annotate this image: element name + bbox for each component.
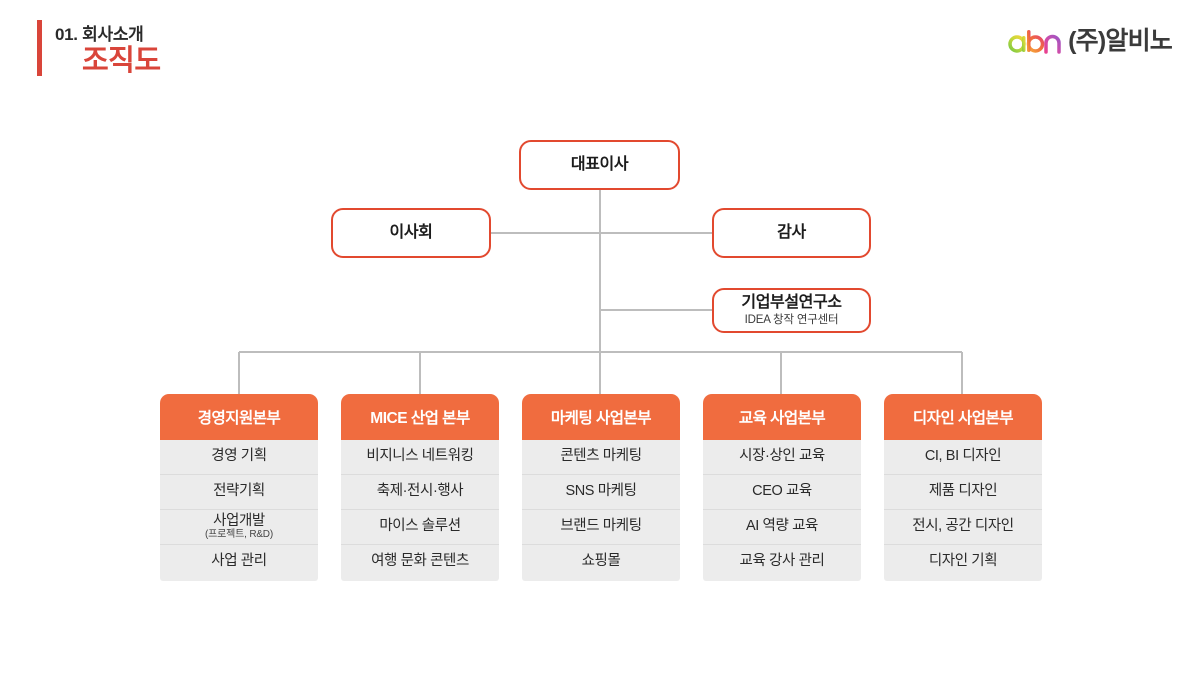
division-item-label: 시장·상인 교육 xyxy=(739,448,825,465)
division-item[interactable]: CEO 교육 xyxy=(703,474,861,509)
division-item[interactable]: 마이스 솔루션 xyxy=(341,509,499,544)
division-item-label: 쇼핑몰 xyxy=(581,553,621,570)
division-item-label: 전략기획 xyxy=(213,483,265,500)
division-item[interactable]: 브랜드 마케팅 xyxy=(522,509,680,544)
division-column-management-support: 경영지원본부 경영 기획 전략기획 사업개발 (프로젝트, R&D) 사업 관리 xyxy=(160,394,318,589)
division-item-label: 사업개발 xyxy=(213,512,265,529)
node-research-title: 기업부설연구소 xyxy=(741,294,842,312)
node-research-subtitle: IDEA 창작 연구센터 xyxy=(744,313,839,326)
division-item[interactable]: 경영 기획 xyxy=(160,440,318,474)
division-item[interactable]: 콘텐츠 마케팅 xyxy=(522,440,680,474)
division-item-label: SNS 마케팅 xyxy=(565,483,637,500)
division-column-marketing: 마케팅 사업본부 콘텐츠 마케팅 SNS 마케팅 브랜드 마케팅 쇼핑몰 xyxy=(522,394,680,589)
division-item[interactable]: 디자인 기획 xyxy=(884,544,1042,579)
division-item[interactable]: 전시, 공간 디자인 xyxy=(884,509,1042,544)
header-accent-bar xyxy=(37,20,42,76)
division-item[interactable]: 사업개발 (프로젝트, R&D) xyxy=(160,509,318,544)
division-item-label: AI 역량 교육 xyxy=(746,518,818,535)
division-item-label: 경영 기획 xyxy=(211,448,267,465)
division-item-label: 여행 문화 콘텐츠 xyxy=(371,553,469,570)
division-row: 경영지원본부 경영 기획 전략기획 사업개발 (프로젝트, R&D) 사업 관리… xyxy=(160,394,1042,589)
division-item[interactable]: SNS 마케팅 xyxy=(522,474,680,509)
division-item[interactable]: 여행 문화 콘텐츠 xyxy=(341,544,499,579)
node-auditor[interactable]: 감사 xyxy=(712,208,871,258)
division-item[interactable]: CI, BI 디자인 xyxy=(884,440,1042,474)
division-item[interactable]: 쇼핑몰 xyxy=(522,544,680,579)
division-header[interactable]: 마케팅 사업본부 xyxy=(522,394,680,440)
division-column-education: 교육 사업본부 시장·상인 교육 CEO 교육 AI 역량 교육 교육 강사 관… xyxy=(703,394,861,589)
division-column-design: 디자인 사업본부 CI, BI 디자인 제품 디자인 전시, 공간 디자인 디자… xyxy=(884,394,1042,589)
division-item-label: 마이스 솔루션 xyxy=(379,518,461,535)
division-item-label: 축제·전시·행사 xyxy=(376,483,464,500)
division-item-label: 콘텐츠 마케팅 xyxy=(560,448,642,465)
node-board-of-directors[interactable]: 이사회 xyxy=(331,208,491,258)
node-research-institute[interactable]: 기업부설연구소 IDEA 창작 연구센터 xyxy=(712,288,871,333)
brand-logo: (주)알비노 xyxy=(1007,24,1173,58)
division-item-label: 전시, 공간 디자인 xyxy=(912,518,1014,535)
brand-wordmark: (주)알비노 xyxy=(1068,26,1173,55)
section-eyebrow: 01. 회사소개 xyxy=(55,25,144,44)
division-item-label: 교육 강사 관리 xyxy=(739,553,825,570)
division-item-list: 시장·상인 교육 CEO 교육 AI 역량 교육 교육 강사 관리 xyxy=(703,440,861,581)
division-item[interactable]: 축제·전시·행사 xyxy=(341,474,499,509)
division-item-label: CI, BI 디자인 xyxy=(924,448,1002,465)
node-board-title: 이사회 xyxy=(389,223,433,241)
division-item-list: CI, BI 디자인 제품 디자인 전시, 공간 디자인 디자인 기획 xyxy=(884,440,1042,581)
node-ceo-title: 대표이사 xyxy=(570,155,629,173)
division-item[interactable]: 사업 관리 xyxy=(160,544,318,579)
division-header[interactable]: 경영지원본부 xyxy=(160,394,318,440)
division-item[interactable]: 제품 디자인 xyxy=(884,474,1042,509)
division-item[interactable]: 비지니스 네트워킹 xyxy=(341,440,499,474)
node-ceo[interactable]: 대표이사 xyxy=(519,140,680,190)
division-item[interactable]: 전략기획 xyxy=(160,474,318,509)
node-auditor-title: 감사 xyxy=(777,223,806,241)
abn-logo-icon xyxy=(1008,30,1061,54)
division-item-list: 비지니스 네트워킹 축제·전시·행사 마이스 솔루션 여행 문화 콘텐츠 xyxy=(341,440,499,581)
division-item-label: 디자인 기획 xyxy=(928,553,998,570)
division-item-label: 비지니스 네트워킹 xyxy=(366,448,474,465)
division-item-list: 콘텐츠 마케팅 SNS 마케팅 브랜드 마케팅 쇼핑몰 xyxy=(522,440,680,581)
division-item-label: 사업 관리 xyxy=(211,553,267,570)
division-item-label: 브랜드 마케팅 xyxy=(560,518,642,535)
page-title: 조직도 xyxy=(82,45,161,77)
division-header[interactable]: 디자인 사업본부 xyxy=(884,394,1042,440)
division-item-label: CEO 교육 xyxy=(752,483,812,500)
division-item[interactable]: AI 역량 교육 xyxy=(703,509,861,544)
division-item[interactable]: 시장·상인 교육 xyxy=(703,440,861,474)
division-item-list: 경영 기획 전략기획 사업개발 (프로젝트, R&D) 사업 관리 xyxy=(160,440,318,581)
division-column-mice: MICE 산업 본부 비지니스 네트워킹 축제·전시·행사 마이스 솔루션 여행… xyxy=(341,394,499,589)
division-item[interactable]: 교육 강사 관리 xyxy=(703,544,861,579)
division-header[interactable]: MICE 산업 본부 xyxy=(341,394,499,440)
division-item-label: 제품 디자인 xyxy=(928,483,998,500)
page-header: 01. 회사소개 조직도 xyxy=(0,0,1200,100)
division-header[interactable]: 교육 사업본부 xyxy=(703,394,861,440)
division-item-sublabel: (프로젝트, R&D) xyxy=(205,529,273,541)
